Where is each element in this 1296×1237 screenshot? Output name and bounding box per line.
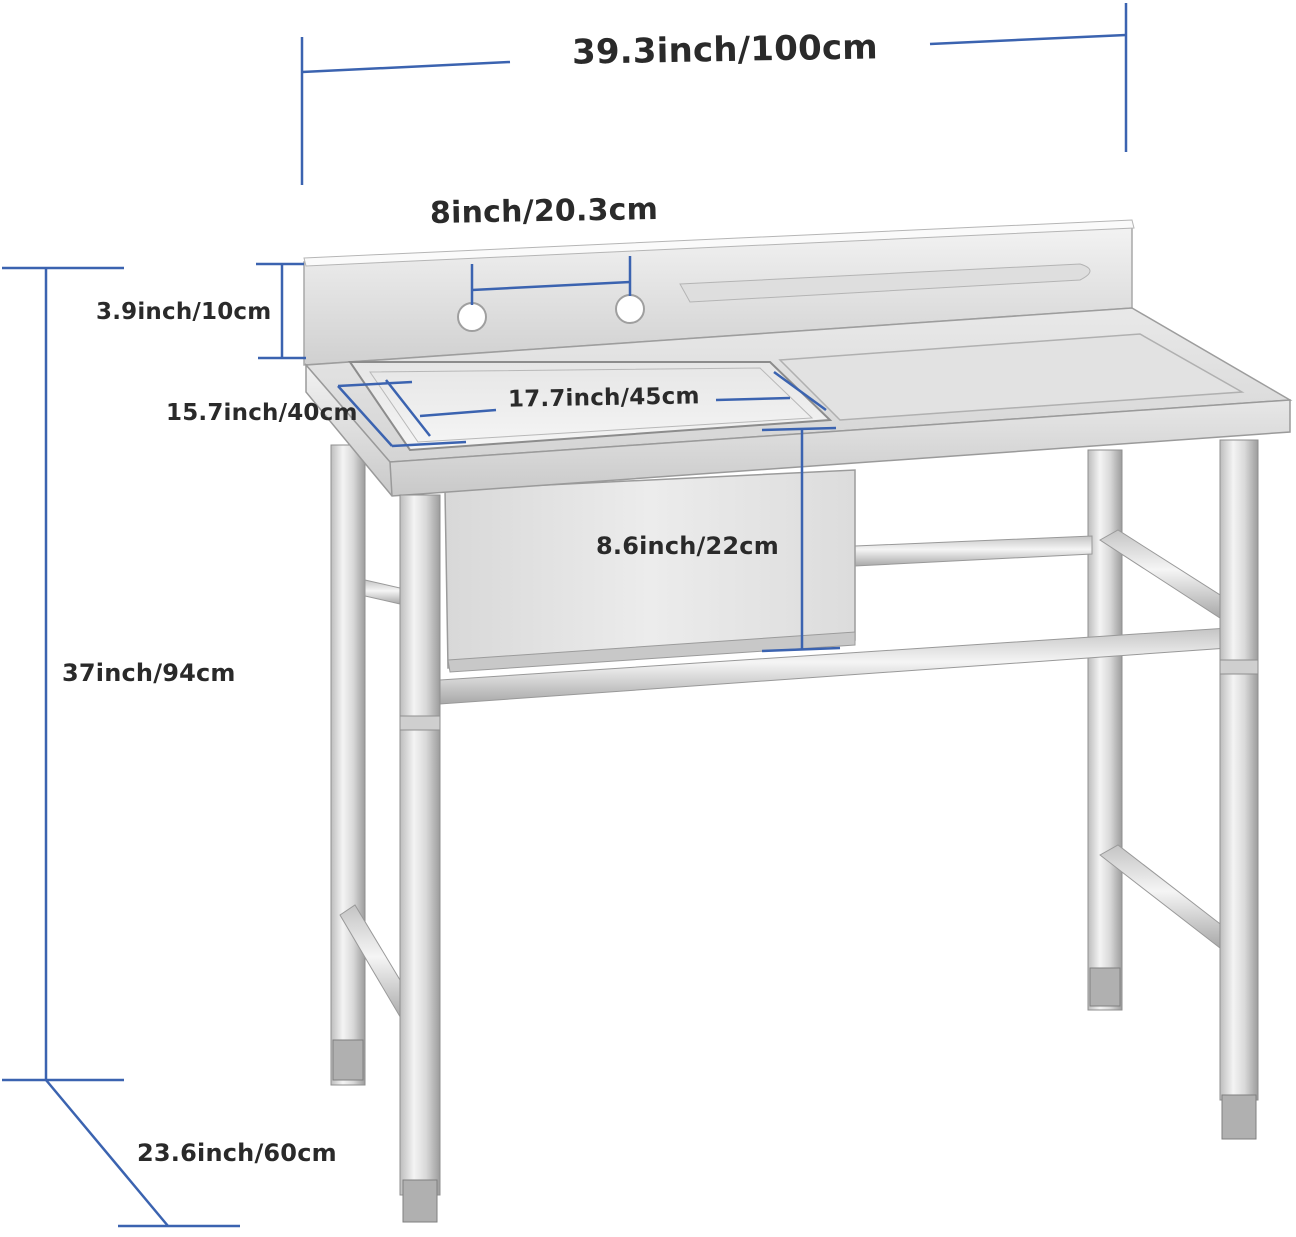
countertop-corner-line [389,461,393,497]
countertop [304,307,1293,497]
dimension-lines [2,3,1128,1228]
backsplash-height-label: 3.9inch/10cm [96,299,272,325]
bowl-opening [348,361,833,452]
depth-line [45,1079,169,1227]
backsplash [303,219,1135,366]
back-crossbars [339,529,1229,1021]
backsplash-top-edge [303,219,1135,267]
bowl-depth-tick-bottom [761,646,841,653]
overall-depth-label: 23.6inch/60cm [137,1139,337,1167]
bowl-depth-label: 8.6inch/22cm [596,532,779,560]
bowl-width-label: 17.7inch/45cm [507,383,700,413]
back-upper-bar [854,535,1093,567]
basin-bottom-edge [447,631,856,673]
bowl-depth-front-line [337,385,393,447]
bowl-inner-wall [369,367,814,443]
faucet-hole-left [457,302,487,332]
bowl-depth-front-tick-bottom [391,440,467,448]
back-left-foot [332,1039,364,1081]
bowl-width-line-right [715,396,791,402]
backsplash-fold [679,263,1091,303]
faucet-hole-right [615,294,645,324]
back-left-leg [330,444,366,1086]
width-line-left [301,60,511,74]
front-left-leg [399,494,441,1196]
bowl-width-tick-left [385,379,431,437]
faucet-spacing-line [471,280,631,292]
bowl-front-back-label: 15.7inch/40cm [166,400,358,426]
drainboard [778,333,1245,421]
bowl-width-line [419,408,497,418]
bowl-depth-front-tick-top [337,380,413,388]
overall-height-label: 37inch/94cm [62,659,236,687]
bowl-width-tick-right [773,370,827,412]
front-right-foot [1221,1094,1257,1140]
front-left-foot [402,1179,438,1223]
back-right-foot [1089,967,1121,1007]
front-right-leg [1219,439,1259,1101]
overall-width-label: 39.3inch/100cm [571,27,879,73]
width-line-right [929,33,1127,46]
front-left-leg-joint [399,715,441,731]
faucet-spacing-label: 8inch/20.3cm [429,192,659,231]
left-side-upper-bar [364,579,401,605]
front-legs [399,439,1259,1223]
front-right-leg-joint [1219,659,1259,675]
bowl-depth-tick-top [761,426,837,432]
sink-basin [444,469,856,673]
